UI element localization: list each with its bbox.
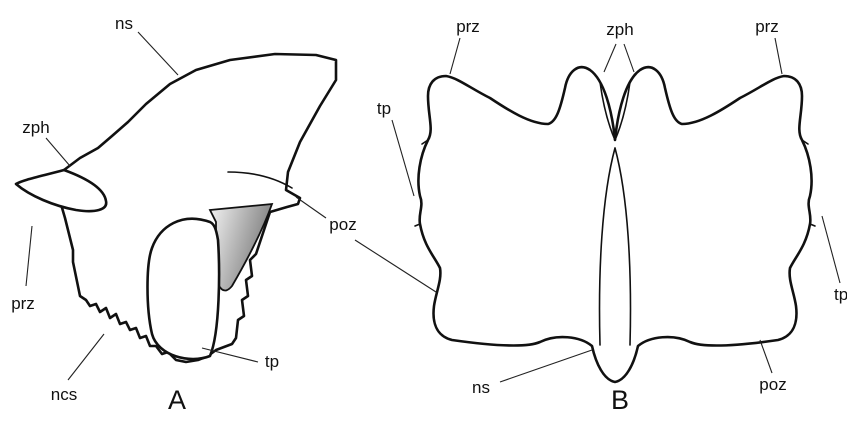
label-prz-left-b: prz bbox=[456, 17, 480, 36]
leader-poz-a bbox=[295, 196, 327, 219]
label-tp-right-b: tp bbox=[834, 285, 847, 304]
panel-label-b: B bbox=[611, 385, 629, 415]
leader-ncs-a bbox=[67, 333, 105, 381]
leader-zph-left-b bbox=[603, 43, 617, 73]
leader-poz-right-b bbox=[759, 339, 773, 374]
label-tp-left-b: tp bbox=[377, 99, 391, 118]
leader-tp-a bbox=[201, 347, 259, 363]
tp-spur-left bbox=[421, 139, 429, 145]
label-tp-a: tp bbox=[265, 352, 279, 371]
tp-spur-left-lower bbox=[414, 223, 421, 227]
label-zph-b: zph bbox=[606, 20, 633, 39]
label-ncs-a: ncs bbox=[51, 385, 77, 404]
leader-tp-left-b bbox=[391, 119, 415, 197]
label-ns-b: ns bbox=[472, 378, 490, 397]
label-zph-a: zph bbox=[22, 118, 49, 137]
label-ns-a: ns bbox=[115, 14, 133, 33]
postzygapophysis-ridge-line bbox=[227, 171, 293, 189]
vertebra-lateral-outline bbox=[50, 52, 338, 364]
label-prz-right-b: prz bbox=[755, 17, 779, 36]
leader-tp-right-b bbox=[821, 215, 841, 284]
tp-spur-right-lower bbox=[809, 223, 816, 227]
zygosphene-inner-left bbox=[599, 81, 616, 141]
leader-poz-left-b bbox=[354, 239, 437, 293]
prezygapophysis-process bbox=[14, 168, 108, 213]
label-poz-right-b: poz bbox=[759, 375, 786, 394]
leader-zph-right-b bbox=[623, 43, 635, 73]
leader-prz-right-b bbox=[774, 37, 783, 75]
transverse-process-oval bbox=[146, 217, 221, 361]
leader-zph-a bbox=[45, 137, 71, 167]
label-poz-a: poz bbox=[329, 215, 356, 234]
leader-ns-b bbox=[499, 349, 593, 383]
label-prz-a: prz bbox=[11, 294, 35, 313]
leader-prz-a bbox=[25, 225, 33, 287]
tp-spur-right bbox=[801, 139, 809, 145]
leader-ns-a bbox=[137, 31, 179, 76]
zygosphene-inner-right bbox=[614, 81, 631, 141]
panel-a-drawing: ns zph prz ncs poz tp A bbox=[11, 14, 357, 415]
leader-prz-left-b bbox=[449, 37, 461, 75]
vertebra-dorsal-outline bbox=[417, 65, 813, 384]
panel-b-drawing: prz zph prz tp tp ns poz B bbox=[354, 17, 847, 415]
neural-spine-ridge bbox=[598, 147, 632, 346]
panel-label-a: A bbox=[168, 385, 186, 415]
